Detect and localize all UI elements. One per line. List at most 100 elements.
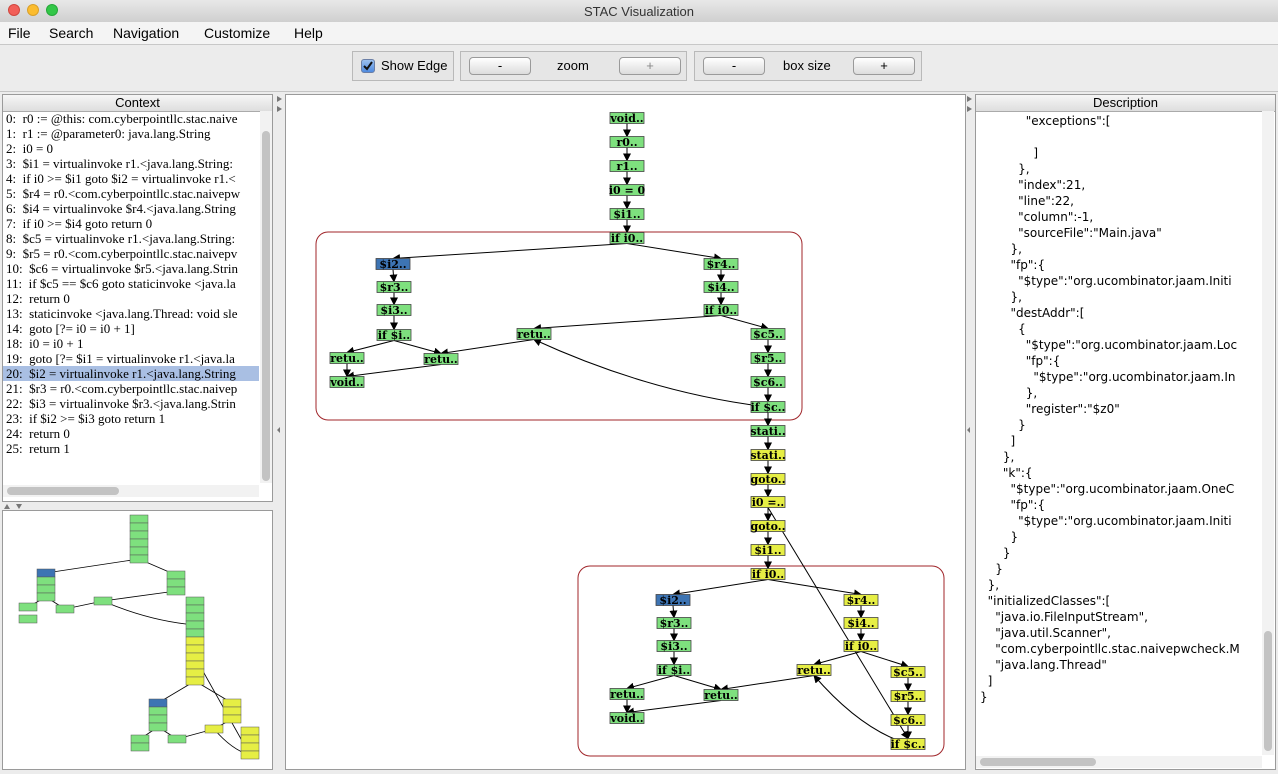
graph-node-box[interactable] xyxy=(656,664,692,676)
graph-node[interactable]: goto.. xyxy=(751,520,786,533)
graph-node[interactable]: void.. xyxy=(609,112,645,125)
loop-box[interactable] xyxy=(577,565,945,757)
minimap-node[interactable] xyxy=(18,602,38,612)
graph-node[interactable]: $c6.. xyxy=(750,376,786,389)
minimap-node[interactable] xyxy=(148,698,168,708)
graph-node[interactable]: $i3.. xyxy=(656,640,692,653)
graph-node-box[interactable] xyxy=(703,689,739,701)
minimap-node[interactable] xyxy=(129,522,149,532)
graph-node[interactable]: retu.. xyxy=(423,353,459,366)
graph-node[interactable]: retu.. xyxy=(329,352,365,365)
graph-node-box[interactable] xyxy=(329,376,365,388)
graph-node[interactable]: $i3.. xyxy=(376,304,412,317)
context-line[interactable]: 21: $r3 = r0.<com.cyberpointllc.stac.nai… xyxy=(6,381,238,396)
graph-node[interactable]: if $i.. xyxy=(656,664,692,677)
graph-node[interactable]: retu.. xyxy=(516,328,552,341)
menu-customize[interactable]: Customize xyxy=(204,25,271,41)
minimap-node[interactable] xyxy=(185,604,205,614)
graph-node[interactable]: stati.. xyxy=(750,449,785,462)
minimap-node[interactable] xyxy=(185,612,205,622)
graph-node[interactable]: $i1.. xyxy=(750,544,786,557)
context-vscroll-thumb[interactable] xyxy=(262,131,270,481)
graph-node-box[interactable] xyxy=(609,232,645,244)
graph-node-box[interactable] xyxy=(750,496,786,508)
graph-node-box[interactable] xyxy=(375,258,411,270)
box-size-increase-button[interactable]: + xyxy=(853,57,915,75)
context-line[interactable]: 8: $c5 = virtualinvoke r1.<java.lang.Str… xyxy=(6,231,236,246)
graph-node[interactable]: $r5.. xyxy=(890,690,926,703)
graph-node-box[interactable] xyxy=(750,568,786,580)
graph-node[interactable]: if i0.. xyxy=(750,568,786,581)
graph-node-box[interactable] xyxy=(843,594,879,606)
box-size-decrease-button[interactable]: - xyxy=(703,57,765,75)
context-hscroll-thumb[interactable] xyxy=(7,487,119,495)
split-arrows-icon[interactable] xyxy=(2,502,26,510)
graph-node-box[interactable] xyxy=(609,712,645,724)
graph-node-box[interactable] xyxy=(703,281,739,293)
context-horizontal-scrollbar[interactable] xyxy=(3,485,259,497)
graph-node-box[interactable] xyxy=(843,640,879,652)
graph-node-box[interactable] xyxy=(376,281,412,293)
graph-node-box[interactable] xyxy=(609,112,645,124)
minimap-node[interactable] xyxy=(185,620,205,630)
graph-node-box[interactable] xyxy=(656,617,692,629)
graph-panel[interactable]: void..r0..r1..i0 = 0$i1..if i0..$i2..$r3… xyxy=(285,94,966,770)
graph-node-box[interactable] xyxy=(655,594,691,606)
minimap-node[interactable] xyxy=(185,636,205,646)
minimap-node[interactable] xyxy=(129,530,149,540)
graph-node[interactable]: r0.. xyxy=(609,136,645,149)
graph-node[interactable]: stati.. xyxy=(750,425,785,438)
graph-node[interactable]: $c5.. xyxy=(750,328,786,341)
graph-node-box[interactable] xyxy=(890,714,926,726)
context-line[interactable]: 2: i0 = 0 xyxy=(6,141,54,156)
context-line[interactable]: 4: if i0 >= $i1 goto $i2 = virtualinvoke… xyxy=(6,171,236,186)
context-line[interactable]: 11: if $c5 == $c6 goto staticinvoke <jav… xyxy=(6,276,236,291)
minimap-node[interactable] xyxy=(185,596,205,606)
minimap-node[interactable] xyxy=(185,644,205,654)
minimap-node[interactable] xyxy=(148,706,168,716)
context-line[interactable]: 18: i0 = i0 + 1 xyxy=(6,336,84,351)
menu-help[interactable]: Help xyxy=(294,25,323,41)
graph-node[interactable]: retu.. xyxy=(609,688,645,701)
minimap-node[interactable] xyxy=(204,724,224,734)
graph-node[interactable]: if $c.. xyxy=(750,401,786,414)
right-splitter[interactable] xyxy=(966,94,974,774)
graph-node[interactable]: if i0.. xyxy=(609,232,645,245)
context-line[interactable]: 10: $c6 = virtualinvoke $r5.<java.lang.S… xyxy=(6,261,239,276)
graph-node-box[interactable] xyxy=(750,376,786,388)
graph-node[interactable]: r1.. xyxy=(609,160,645,173)
minimap-panel[interactable] xyxy=(2,510,273,770)
minimap-node[interactable] xyxy=(130,742,150,752)
description-horizontal-scrollbar[interactable] xyxy=(976,756,1262,768)
show-edge-checkbox[interactable] xyxy=(361,59,375,73)
minimize-window-icon[interactable] xyxy=(27,4,39,16)
graph-node-box[interactable] xyxy=(750,520,786,532)
minimap-node[interactable] xyxy=(166,570,186,580)
left-splitter[interactable] xyxy=(276,94,284,774)
graph-node-box[interactable] xyxy=(890,690,926,702)
graph-node-box[interactable] xyxy=(609,136,645,148)
graph-node[interactable]: $r4.. xyxy=(843,594,879,607)
graph-node[interactable]: $i4.. xyxy=(843,617,879,630)
menu-search[interactable]: Search xyxy=(49,25,94,41)
graph-node-box[interactable] xyxy=(750,449,786,461)
graph-node[interactable]: void.. xyxy=(329,376,365,389)
context-line[interactable]: 25: return 1 xyxy=(6,441,70,456)
graph-minimap[interactable] xyxy=(3,511,272,769)
minimap-node[interactable] xyxy=(167,734,187,744)
minimap-node[interactable] xyxy=(240,742,260,752)
graph-node-box[interactable] xyxy=(656,640,692,652)
context-line[interactable]: 22: $i3 = virtualinvoke $r3.<java.lang.S… xyxy=(6,396,236,411)
graph-node[interactable]: void.. xyxy=(609,712,645,725)
graph-node-box[interactable] xyxy=(609,688,645,700)
minimap-node[interactable] xyxy=(36,584,56,594)
graph-node[interactable]: retu.. xyxy=(796,664,832,677)
graph-node[interactable]: retu.. xyxy=(703,689,739,702)
graph-node-box[interactable] xyxy=(703,258,739,270)
graph-node[interactable]: $i4.. xyxy=(703,281,739,294)
context-line[interactable]: 19: goto [?= $i1 = virtualinvoke r1.<jav… xyxy=(6,351,235,366)
minimap-node[interactable] xyxy=(36,568,56,578)
minimap-node[interactable] xyxy=(148,714,168,724)
minimap-node[interactable] xyxy=(129,554,149,564)
context-line[interactable]: 5: $r4 = r0.<com.cyberpointllc.stac.naiv… xyxy=(6,186,241,201)
